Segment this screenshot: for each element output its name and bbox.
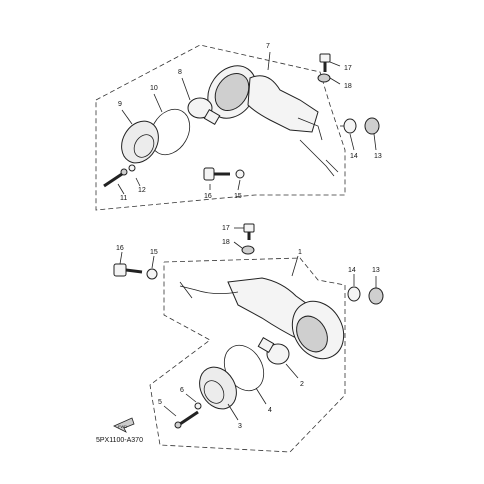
fwd-arrow-icon: FWD [113, 417, 135, 433]
bolt-upper [203, 167, 230, 181]
cap-upper [364, 117, 380, 135]
label-5: 5 [158, 399, 162, 406]
label-14: 14 [348, 267, 356, 274]
label-18: 18 [344, 83, 352, 90]
label-2: 2 [300, 381, 304, 388]
grommet-top-lower [241, 245, 255, 255]
label-3: 3 [238, 423, 242, 430]
screw-lower [174, 410, 199, 429]
upper-enclosure [95, 44, 346, 211]
lens-lower [199, 366, 237, 410]
label-1: 1 [298, 249, 302, 256]
label-16: 16 [204, 193, 212, 200]
wire-lower [179, 285, 239, 294]
turn-signal-housing-lower [227, 277, 345, 360]
wire-upper [299, 139, 335, 177]
label-16: 16 [116, 245, 124, 252]
spacer-lower [146, 268, 158, 280]
nut-upper [340, 118, 357, 134]
label-13: 13 [372, 267, 380, 274]
grommet-top-upper [317, 73, 331, 83]
bolt-top-upper [319, 53, 331, 72]
lower-assembly: 1 17 18 16 15 14 13 2 4 3 6 5 [113, 223, 384, 453]
label-15: 15 [234, 193, 242, 200]
spacer-upper [235, 169, 245, 179]
label-13: 13 [374, 153, 382, 160]
label-17: 17 [344, 65, 352, 72]
gasket-upper [149, 108, 191, 156]
bulb-lower [257, 336, 290, 365]
label-12: 12 [138, 187, 146, 194]
bolt-lower [113, 263, 143, 277]
washer-lower [194, 402, 202, 410]
label-6: 6 [180, 387, 184, 394]
bulb-upper [187, 97, 221, 126]
label-14: 14 [350, 153, 358, 160]
screw-upper [103, 168, 128, 188]
label-4: 4 [268, 407, 272, 414]
label-8: 8 [178, 69, 182, 76]
bolt-top-lower [243, 223, 255, 240]
label-10: 10 [150, 85, 158, 92]
label-18: 18 [222, 239, 230, 246]
label-7: 7 [266, 43, 270, 50]
nut-lower [347, 286, 361, 302]
fwd-label: FWD [118, 424, 127, 429]
cap-lower [368, 287, 384, 305]
label-15: 15 [150, 249, 158, 256]
figure-code: 5PX1100-A370 [96, 437, 143, 444]
turn-signal-housing-upper [207, 65, 323, 141]
label-9: 9 [118, 101, 122, 108]
washer-upper [128, 164, 136, 172]
lens-upper [121, 120, 159, 164]
label-17: 17 [222, 225, 230, 232]
label-11: 11 [120, 195, 127, 202]
upper-assembly: 7 8 10 9 12 11 16 15 17 18 14 13 [95, 43, 382, 211]
lower-enclosure [149, 257, 346, 453]
